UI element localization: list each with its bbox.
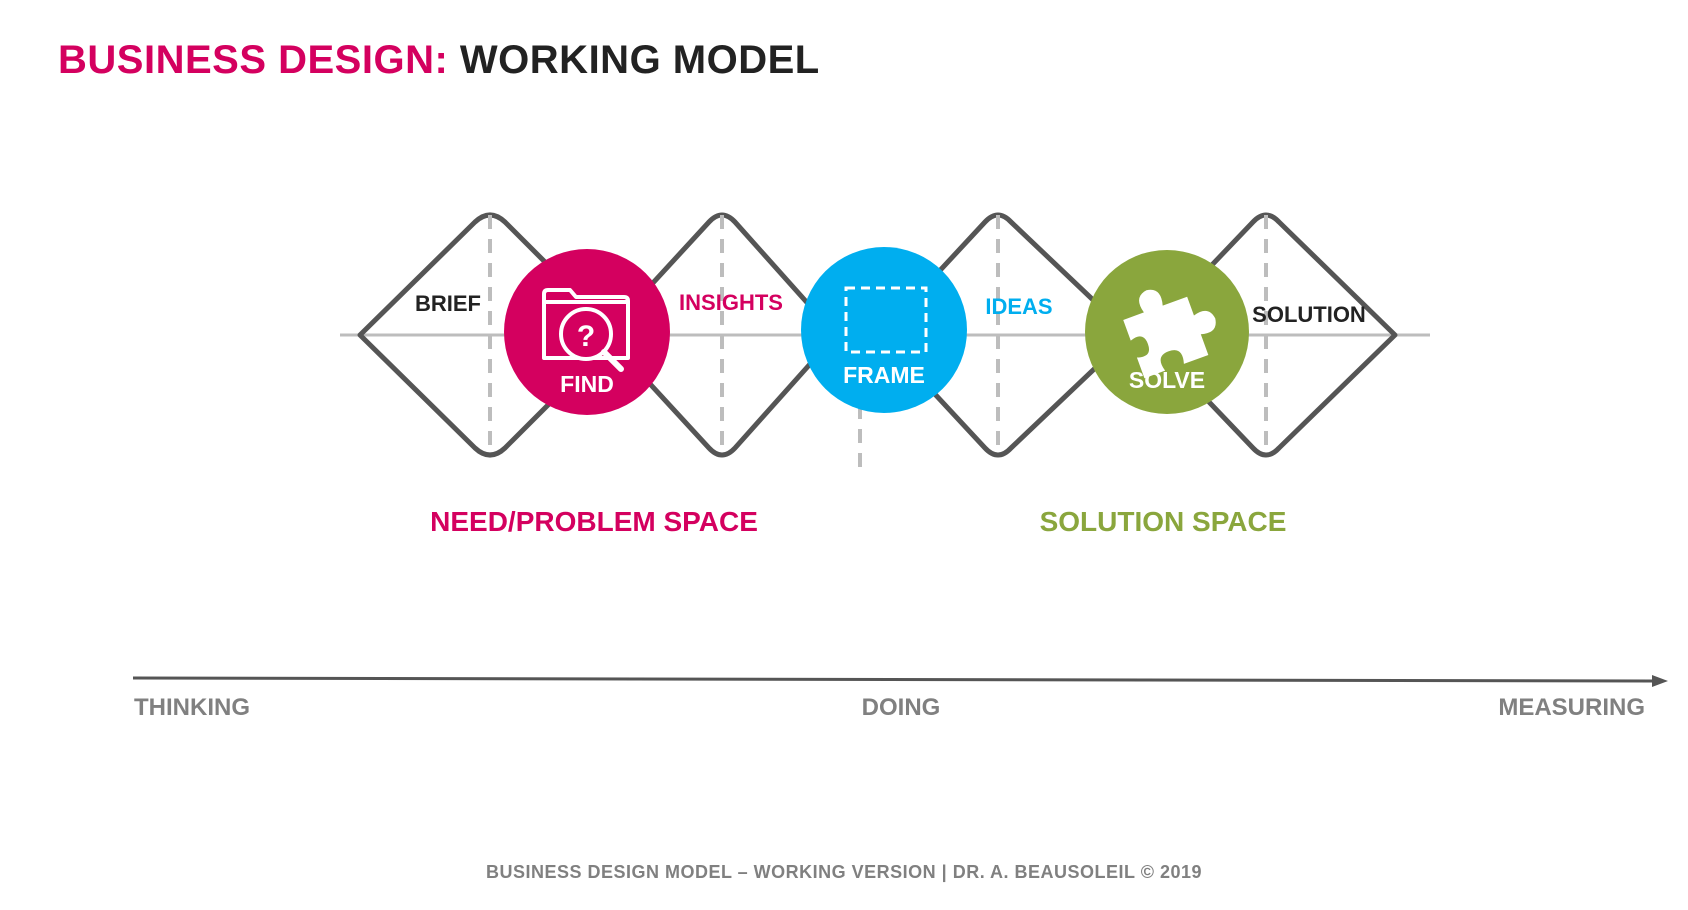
title-main: WORKING MODEL [459,38,820,82]
solution-space-label: SOLUTION SPACE [1040,506,1287,537]
frame-label: FRAME [843,362,925,388]
frame-circle-shape [801,247,967,413]
title-prefix: BUSINESS DESIGN: [58,38,449,82]
solve-label: SOLVE [1129,367,1205,393]
label-solution: SOLUTION [1252,302,1366,327]
dashed-frame-icon [844,286,928,354]
arrow-head-icon [1652,675,1668,687]
puzzle-piece-icon [1123,289,1216,379]
frame-circle: FRAME [801,247,967,413]
label-insights: INSIGHTS [679,290,783,315]
diamond-solution [1142,212,1398,458]
page-title: BUSINESS DESIGN: WORKING MODEL [58,38,820,83]
axis-label-doing: DOING [862,694,941,721]
dashed-guides [488,215,1268,470]
axis-label-thinking: THINKING [134,694,250,721]
footer-credit: BUSINESS DESIGN MODEL – WORKING VERSION … [485,862,1203,882]
timeline-axis [132,676,1657,683]
find-label: FIND [560,371,614,397]
folder-question-search-icon [542,288,630,372]
question-mark-icon: ? [577,320,595,353]
axis-label-measuring: MEASURING [1498,694,1645,721]
label-brief: BRIEF [415,291,481,316]
label-ideas: IDEAS [985,294,1052,319]
find-circle: ? FIND [504,249,670,415]
solve-circle: SOLVE [1085,250,1249,414]
need-problem-space-label: NEED/PROBLEM SPACE [430,506,758,537]
